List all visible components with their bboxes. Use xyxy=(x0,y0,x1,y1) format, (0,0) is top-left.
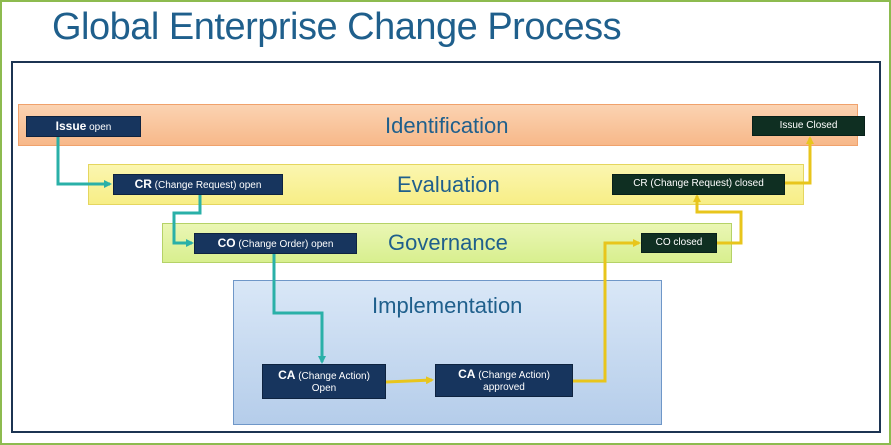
co-closed-text: CO closed xyxy=(655,236,703,248)
cr-open-node: CR (Change Request) open xyxy=(113,174,283,195)
cr-closed-node: CR (Change Request) closed xyxy=(612,174,785,195)
co-closed-node: CO closed xyxy=(641,233,717,253)
co-open-node: CO (Change Order) open xyxy=(194,233,357,254)
page-title: Global Enterprise Change Process xyxy=(52,6,622,48)
ca-approved-node: CA (Change Action) approved xyxy=(435,364,573,397)
ca-open-node: CA (Change Action) Open xyxy=(262,364,386,399)
ca-approved-text: (Change Action) xyxy=(475,369,550,381)
ca-open-bold: CA xyxy=(278,367,296,382)
issue-open-node: Issue open xyxy=(26,116,141,137)
implementation-label: Implementation xyxy=(372,293,523,318)
cr-closed-text: CR (Change Request) closed xyxy=(633,178,764,190)
governance-label: Governance xyxy=(388,230,508,255)
identification-label: Identification xyxy=(385,113,509,138)
co-open-text: (Change Order) open xyxy=(235,238,334,250)
cr-open-bold: CR xyxy=(134,176,152,191)
evaluation-label: Evaluation xyxy=(397,172,500,197)
identification-band xyxy=(18,104,858,146)
cr-open-text: (Change Request) open xyxy=(151,179,262,191)
ca-open-status: Open xyxy=(311,383,337,394)
issue-closed-node: Issue Closed xyxy=(752,116,865,136)
ca-open-text: (Change Action) xyxy=(295,370,370,382)
issue-open-text: open xyxy=(86,121,112,133)
co-open-bold: CO xyxy=(217,235,236,250)
issue-closed-text: Issue Closed xyxy=(779,119,838,131)
ca-approved-bold: CA xyxy=(458,366,476,381)
ca-approved-status: approved xyxy=(483,382,525,393)
issue-open-bold: Issue xyxy=(55,118,87,133)
